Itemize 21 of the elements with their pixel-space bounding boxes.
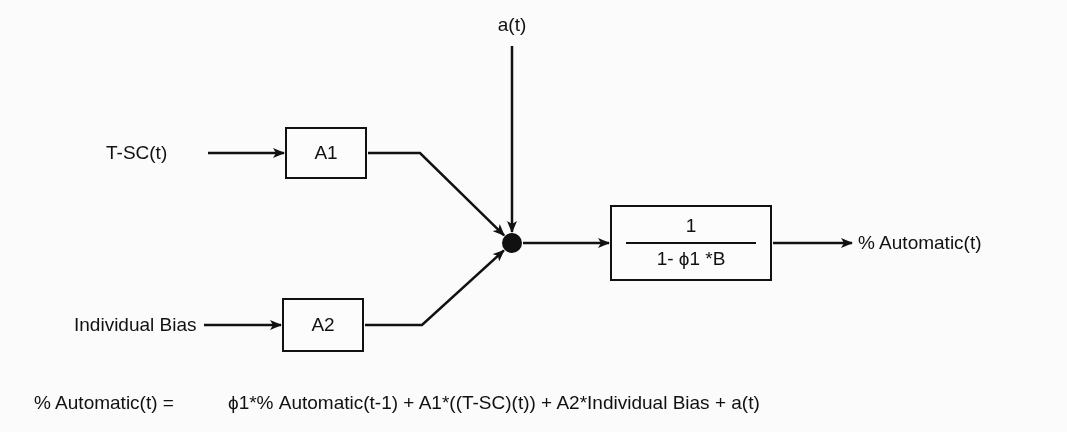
block-box <box>282 298 364 352</box>
block-box <box>610 205 772 281</box>
arrow <box>208 148 285 158</box>
equation-text: % Automatic(t) = <box>34 392 174 414</box>
signal-label: Individual Bias <box>74 312 197 337</box>
signal-label: a(t) <box>497 12 527 37</box>
block-label: A2 <box>311 312 335 337</box>
junction-dot <box>502 233 522 253</box>
block-label: A1 <box>314 140 338 165</box>
block-box <box>285 127 367 179</box>
arrow <box>365 249 505 327</box>
arrow <box>773 238 853 248</box>
arrow <box>523 238 610 248</box>
signal-label: % Automatic(t) <box>858 230 982 255</box>
arrow <box>507 46 517 233</box>
denominator: 1- ϕ1 *B <box>656 247 726 271</box>
numerator: 1 <box>685 214 697 239</box>
arrow <box>204 320 282 330</box>
signal-label: T-SC(t) <box>106 140 168 165</box>
equation-text: ϕ1*% Automatic(t-1) + A1*((T-SC)(t)) + A2*Individual Bias + a(t) <box>228 392 760 414</box>
arrow <box>368 151 505 237</box>
